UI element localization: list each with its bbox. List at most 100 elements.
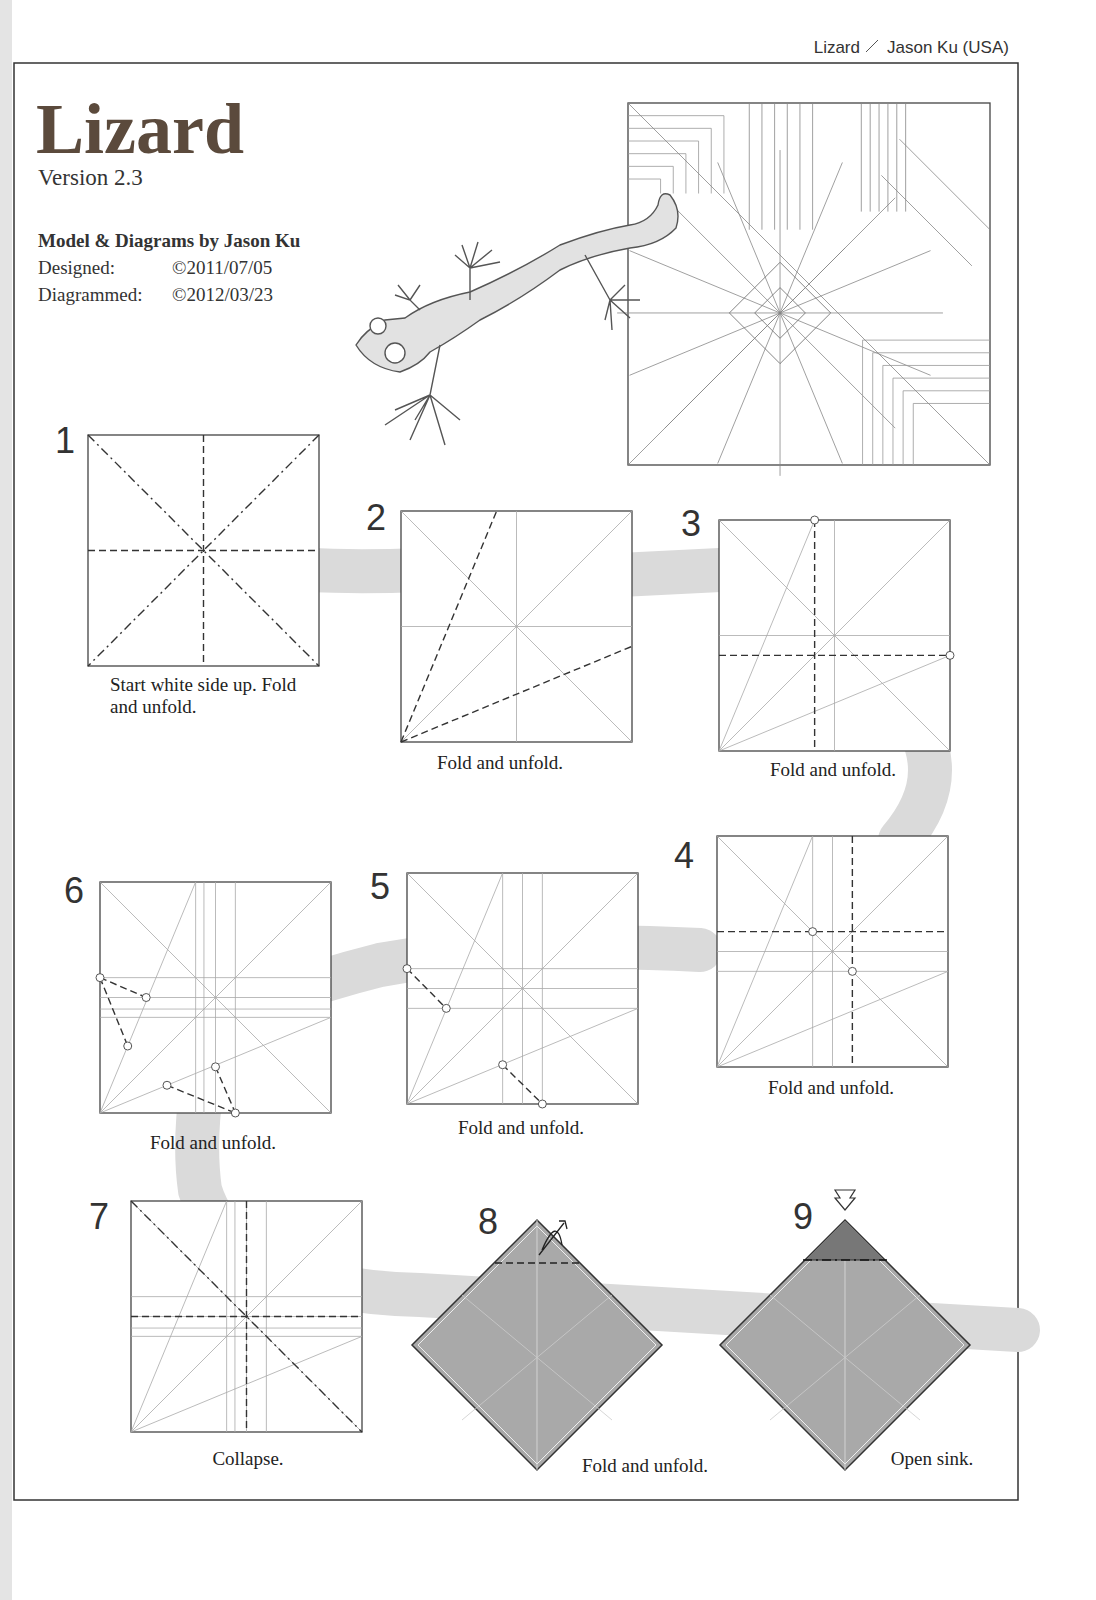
reference-point bbox=[442, 1004, 450, 1012]
crease-line bbox=[407, 968, 638, 969]
paper-square bbox=[131, 1201, 362, 1432]
crease-line bbox=[131, 1201, 362, 1432]
step-caption: Fold and unfold. bbox=[770, 759, 896, 781]
crease-line bbox=[628, 179, 661, 193]
crease-line bbox=[903, 391, 990, 465]
title: Lizard bbox=[36, 88, 244, 171]
mountain-fold bbox=[88, 435, 319, 666]
crease-line bbox=[502, 873, 503, 1104]
crease-line bbox=[407, 873, 503, 1104]
crease-line bbox=[131, 1201, 362, 1432]
step-number: 8 bbox=[478, 1201, 498, 1242]
valley-fold bbox=[717, 931, 948, 932]
crease-line bbox=[719, 655, 950, 751]
paper-square bbox=[88, 435, 319, 666]
valley-fold bbox=[401, 646, 632, 742]
reference-point bbox=[163, 1081, 171, 1089]
mountain-fold bbox=[803, 1259, 887, 1261]
step-number: 5 bbox=[370, 866, 390, 907]
reference-point bbox=[946, 651, 954, 659]
crease-line bbox=[100, 1017, 331, 1113]
step-caption: Fold and unfold. bbox=[768, 1077, 894, 1099]
valley-fold bbox=[719, 655, 950, 656]
crease-line bbox=[628, 166, 673, 193]
reference-point bbox=[811, 516, 819, 524]
crease-line bbox=[900, 139, 991, 230]
crease-line bbox=[883, 365, 990, 465]
paper-square bbox=[719, 520, 950, 751]
crease-line bbox=[870, 103, 871, 212]
crease-line bbox=[787, 103, 788, 230]
crease-line bbox=[100, 1009, 331, 1010]
step-number: 6 bbox=[64, 870, 84, 911]
step-caption: Fold and unfold. bbox=[458, 1117, 584, 1139]
crease-line bbox=[905, 103, 906, 212]
step-number: 3 bbox=[681, 503, 701, 544]
crease-line bbox=[628, 128, 711, 193]
valley-fold bbox=[100, 978, 146, 998]
reference-point bbox=[231, 1109, 239, 1117]
reference-point bbox=[96, 974, 104, 982]
crease-line bbox=[203, 882, 204, 1113]
step-caption: Start white side up. Fold and unfold. bbox=[110, 674, 300, 718]
crease-line bbox=[100, 997, 331, 998]
crease-line bbox=[407, 873, 638, 1104]
crease-line bbox=[100, 882, 331, 1113]
reference-point bbox=[403, 965, 411, 973]
crease-line bbox=[774, 103, 775, 230]
step-caption: Open sink. bbox=[891, 1448, 973, 1470]
paper-square bbox=[100, 882, 331, 1113]
crease-line bbox=[630, 313, 780, 375]
reference-point bbox=[142, 994, 150, 1002]
crease-line bbox=[893, 378, 990, 465]
crease-line bbox=[462, 1295, 612, 1420]
valley-fold bbox=[246, 1201, 247, 1432]
crease-line bbox=[195, 882, 196, 1113]
crease-line bbox=[719, 520, 950, 751]
reference-point bbox=[538, 1100, 546, 1108]
crease-line bbox=[665, 198, 780, 313]
crease-line bbox=[226, 1201, 227, 1432]
crease-line bbox=[462, 1295, 612, 1420]
crease-line bbox=[761, 103, 762, 230]
crease-line bbox=[770, 1295, 920, 1420]
credit: Model & Diagrams by Jason Ku bbox=[38, 230, 300, 252]
paper-square bbox=[401, 511, 632, 742]
valley-fold bbox=[216, 1067, 236, 1113]
crease-line bbox=[799, 103, 800, 230]
crease-line bbox=[235, 882, 236, 1113]
valley-fold bbox=[852, 836, 853, 1067]
step-caption: Fold and unfold. bbox=[150, 1132, 276, 1154]
mountain-fold bbox=[131, 1201, 362, 1432]
valley-fold bbox=[495, 1262, 579, 1264]
step-number: 2 bbox=[366, 497, 386, 538]
crease-line bbox=[719, 635, 950, 636]
reference-point bbox=[848, 967, 856, 975]
crease-line bbox=[780, 313, 895, 428]
crease-line bbox=[630, 251, 780, 313]
crease-line bbox=[879, 103, 880, 212]
crease-line bbox=[100, 882, 331, 1113]
crease-line bbox=[401, 511, 632, 742]
crease-line bbox=[628, 248, 845, 465]
reference-point bbox=[809, 928, 817, 936]
crease-line bbox=[780, 313, 931, 375]
paper-square bbox=[717, 836, 948, 1067]
crease-line bbox=[542, 873, 543, 1104]
mountain-fold bbox=[88, 435, 319, 666]
crease-pattern-square bbox=[628, 103, 990, 465]
crease-line bbox=[887, 103, 888, 212]
crease-line bbox=[628, 141, 699, 193]
crease-line bbox=[628, 103, 990, 465]
step-caption: Fold and unfold. bbox=[582, 1455, 708, 1477]
crease-line bbox=[717, 951, 948, 952]
crease-pattern bbox=[617, 103, 990, 476]
header-author: Jason Ku (USA) bbox=[887, 38, 1009, 58]
step-number: 1 bbox=[55, 420, 75, 461]
crease-line bbox=[913, 403, 990, 465]
crease-line bbox=[770, 1295, 920, 1420]
crease-line bbox=[717, 836, 948, 1067]
crease-line bbox=[812, 836, 813, 1067]
crease-line bbox=[749, 103, 750, 230]
date-label: Designed: bbox=[38, 257, 115, 279]
